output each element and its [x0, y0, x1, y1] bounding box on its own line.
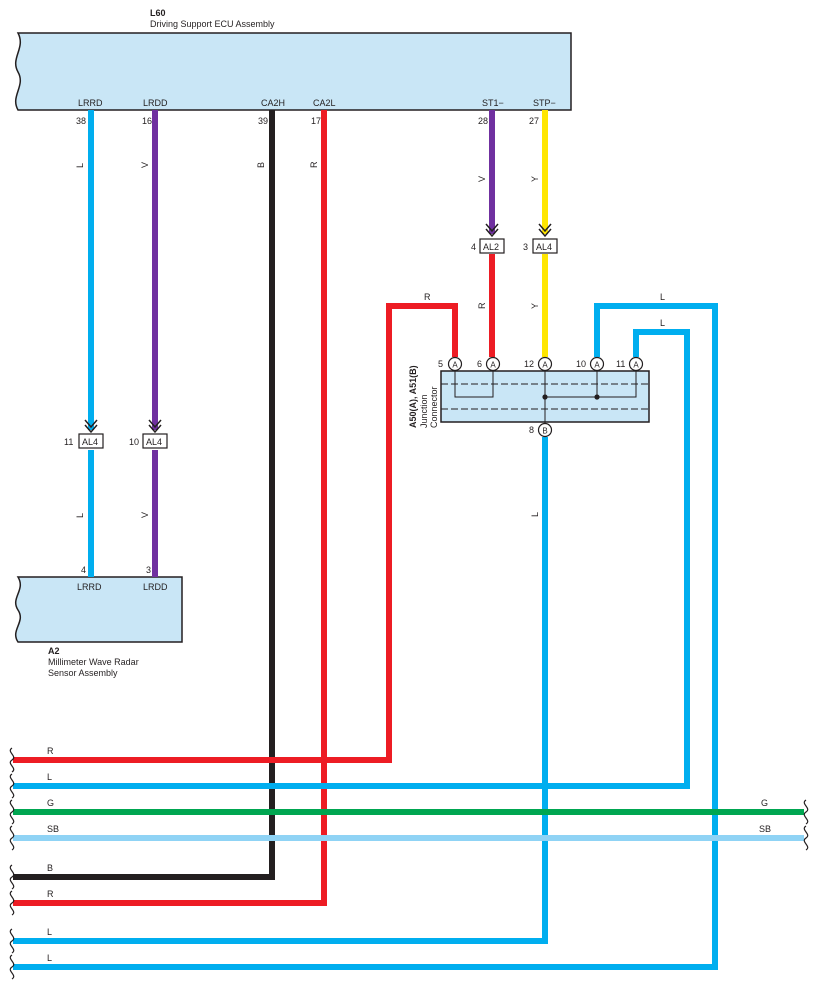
ecu-pin-38: 38 — [76, 116, 86, 126]
bottom-wire-label: SB — [47, 824, 59, 834]
bottom-wire-label: R — [47, 889, 54, 899]
wire-color-label: R — [424, 292, 431, 302]
wire-color-label: Y — [530, 176, 540, 182]
wire-junction-11-l — [13, 329, 690, 789]
ecu-signal-lrrd: LRRD — [78, 98, 103, 108]
wire-ca2l — [13, 110, 327, 906]
junction-code: A50(A), A51(B) — [408, 365, 418, 428]
bottom-wire-label: L — [47, 927, 52, 937]
bottom-wire-label: L — [47, 953, 52, 963]
junction-splice-dot — [542, 394, 548, 400]
ecu-name: Driving Support ECU Assembly — [150, 19, 275, 29]
wire-color-label: R — [309, 161, 319, 168]
radar-name-line1: Millimeter Wave Radar — [48, 657, 139, 667]
radar-signal-lrdd: LRDD — [143, 582, 168, 592]
inline-connector-label: AL2 — [483, 242, 499, 252]
junction-name-line2: Connector — [429, 386, 439, 428]
ecu-signal-st1: ST1− — [482, 98, 504, 108]
inline-connector-pin: 11 — [64, 437, 73, 447]
wire-color-label: L — [530, 512, 540, 517]
junction-pin-side: B — [542, 427, 547, 436]
ecu-pin-16: 16 — [142, 116, 152, 126]
junction-pin-number: 12 — [524, 359, 534, 369]
ecu-pin-39: 39 — [258, 116, 268, 126]
junction-pin-side: A — [490, 361, 496, 370]
bottom-wire-label: L — [47, 772, 52, 782]
ecu-signal-ca2h: CA2H — [261, 98, 285, 108]
inline-connector-label: AL4 — [146, 437, 162, 447]
inline-connector-pin: 4 — [471, 242, 476, 252]
inline-connector-label: AL4 — [536, 242, 552, 252]
bottom-wire-label: R — [47, 746, 54, 756]
junction-pin-11: A 11 — [616, 356, 644, 372]
junction-pin-8: B 8 — [529, 422, 553, 438]
radar-pin-4: 4 — [81, 565, 86, 575]
junction-pin-5: A 5 — [438, 356, 463, 372]
ecu-signal-ca2l: CA2L — [313, 98, 336, 108]
junction-pin-number: 10 — [576, 359, 586, 369]
wire-color-label: R — [477, 302, 487, 309]
ecu-signal-lrdd: LRDD — [143, 98, 168, 108]
radar-box — [15, 576, 183, 643]
ecu-code: L60 — [150, 8, 166, 18]
wire-junction-10-l — [13, 303, 718, 970]
right-wire-label: SB — [759, 824, 771, 834]
junction-pin-number: 8 — [529, 425, 534, 435]
wire-color-label: L — [75, 513, 85, 518]
junction-pin-number: 5 — [438, 359, 443, 369]
wire-color-label: V — [477, 176, 487, 182]
junction-pin-side: A — [594, 361, 600, 370]
junction-pin-12: A 12 — [524, 356, 553, 372]
radar-signal-lrrd: LRRD — [77, 582, 102, 592]
bottom-wire-label: B — [47, 863, 53, 873]
wire-color-label: L — [660, 318, 665, 328]
inline-connector-al4-3: AL4 3 — [523, 223, 558, 254]
inline-connector-pin: 3 — [523, 242, 528, 252]
junction-pin-6: A 6 — [477, 356, 501, 372]
wire-color-label: B — [256, 162, 266, 168]
wires — [13, 110, 804, 970]
wire-break-marks — [9, 747, 809, 980]
wire-ca2h — [13, 110, 275, 880]
radar-code: A2 — [48, 646, 60, 656]
junction-pin-number: 11 — [616, 359, 625, 369]
ecu-pin-17: 17 — [311, 116, 321, 126]
wire-color-label: Y — [530, 303, 540, 309]
radar-pin-3: 3 — [146, 565, 151, 575]
junction-pin-10: A 10 — [576, 356, 605, 372]
junction-pin-side: A — [452, 361, 458, 370]
junction-splice-dot — [594, 394, 600, 400]
wire-color-label: V — [140, 162, 150, 168]
ecu-box — [15, 32, 572, 111]
wire-junction-5-r — [13, 303, 458, 763]
bottom-wire-label: G — [47, 798, 54, 808]
inline-connector-al4-10: AL4 10 — [129, 419, 168, 449]
radar-name-line2: Sensor Assembly — [48, 668, 118, 678]
wire-color-label: L — [75, 163, 85, 168]
ecu-pin-27: 27 — [529, 116, 539, 126]
wire-junction-8-l — [13, 437, 548, 944]
inline-connector-al4-11: AL4 11 — [64, 419, 104, 449]
junction-pin-side: A — [542, 361, 548, 370]
inline-connector-al2-4: AL2 4 — [471, 223, 505, 254]
wire-color-label: L — [660, 292, 665, 302]
junction-name-line1: Junction — [419, 394, 429, 428]
junction-bus-a — [454, 370, 494, 398]
wire-color-label: V — [140, 512, 150, 518]
junction-pin-side: A — [633, 361, 639, 370]
junction-pin-number: 6 — [477, 359, 482, 369]
right-wire-label: G — [761, 798, 768, 808]
ecu-signal-stp: STP− — [533, 98, 556, 108]
inline-connector-pin: 10 — [129, 437, 139, 447]
ecu-pin-28: 28 — [478, 116, 488, 126]
inline-connector-label: AL4 — [82, 437, 98, 447]
